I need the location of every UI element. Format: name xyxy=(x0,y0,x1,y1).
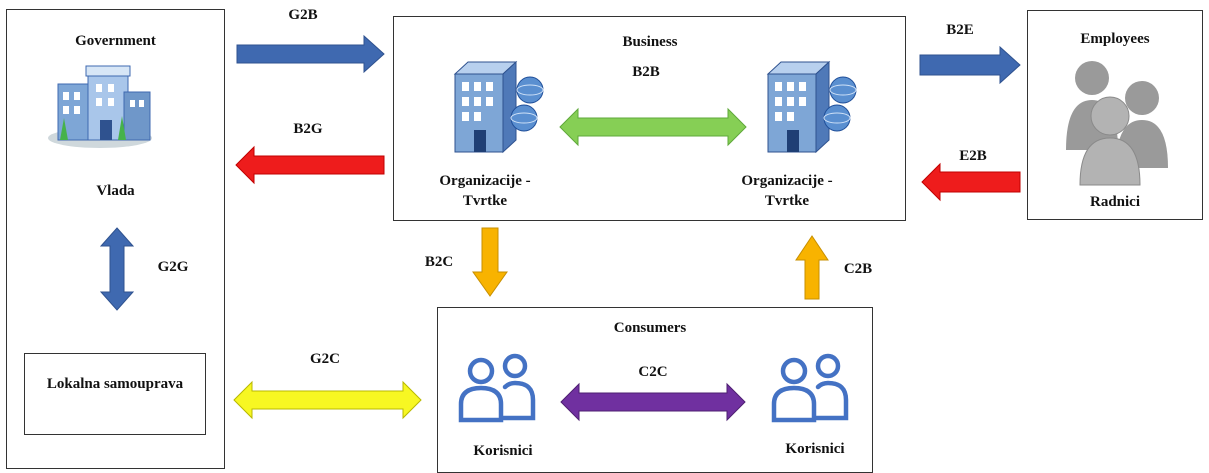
consumer-users-icon-right xyxy=(771,353,849,423)
employees-title: Employees xyxy=(1080,31,1150,47)
business-org-left-label: Organizacije - Tvrtke xyxy=(439,173,531,209)
consumers-left-label: Korisnici xyxy=(473,443,533,459)
g2g-arrow xyxy=(99,227,135,311)
government-title: Government xyxy=(75,33,156,49)
g2c-label: G2C xyxy=(310,351,340,367)
b2g-label: B2G xyxy=(293,121,323,137)
consumer-users-icon-left xyxy=(458,353,536,423)
e2b-arrow xyxy=(921,162,1021,202)
consumers-title: Consumers xyxy=(613,320,687,336)
employees-people-icon xyxy=(1066,61,1168,186)
c2c-arrow xyxy=(560,382,746,422)
government-name: Vlada xyxy=(96,183,135,199)
b2c-label: B2C xyxy=(424,254,454,270)
b2g-arrow xyxy=(235,145,385,185)
g2g-label: G2G xyxy=(157,259,189,275)
business-title: Business xyxy=(622,34,678,50)
e2b-label: E2B xyxy=(959,148,987,164)
b2b-arrow xyxy=(559,107,747,147)
organization-building-icon-right xyxy=(766,60,857,154)
local-government-box xyxy=(24,353,206,435)
local-government-label: Lokalna samouprava xyxy=(46,376,184,392)
c2b-arrow xyxy=(795,235,829,300)
government-building-icon xyxy=(48,65,152,148)
c2b-label: C2B xyxy=(843,261,873,277)
g2b-label: G2B xyxy=(288,7,318,23)
b2e-label: B2E xyxy=(946,22,974,38)
employees-name: Radnici xyxy=(1089,194,1140,210)
b2e-arrow xyxy=(919,45,1021,85)
g2c-arrow xyxy=(233,380,422,420)
organization-building-icon-left xyxy=(453,60,544,154)
business-org-right-label: Organizacije - Tvrtke xyxy=(741,173,833,209)
b2b-label: B2B xyxy=(632,64,660,80)
c2c-label: C2C xyxy=(638,364,668,380)
b2c-arrow xyxy=(472,227,508,297)
g2b-arrow xyxy=(236,34,385,74)
consumers-right-label: Korisnici xyxy=(785,441,845,457)
